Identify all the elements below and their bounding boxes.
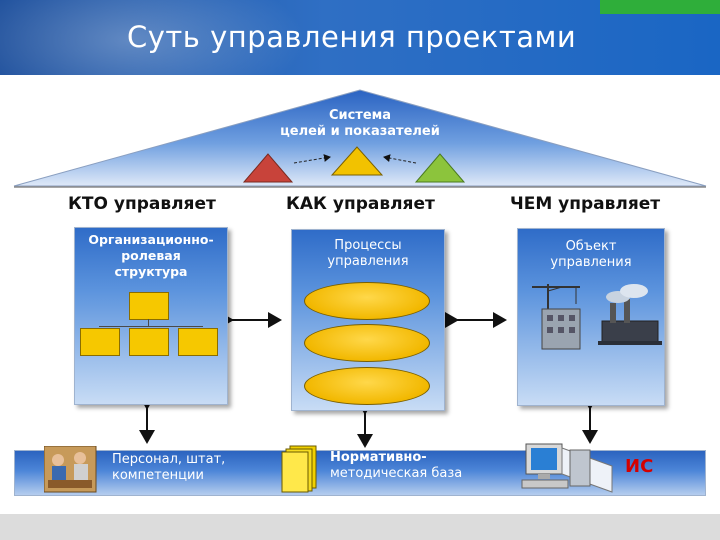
org-chart-box-left xyxy=(80,328,120,356)
column-title-who: КТО управляет xyxy=(68,194,216,214)
panel-how: Процессы управления xyxy=(291,229,445,411)
header-accent-bar xyxy=(600,0,720,14)
panel-who: Организационно- ролевая структура xyxy=(74,227,228,405)
process-ellipse-2 xyxy=(304,324,430,362)
roof-label-line2: целей и показателей xyxy=(280,124,440,139)
building-icon xyxy=(541,308,581,350)
column-title-how: КАК управляет xyxy=(286,194,435,214)
roof-label-line1: Система xyxy=(328,108,392,123)
factory-icon xyxy=(598,284,662,345)
triangle-red xyxy=(242,153,294,183)
panel-what-line1: Объект xyxy=(565,239,617,254)
panel-what-line2: управления xyxy=(550,255,632,270)
panel-who-line2: ролевая xyxy=(121,248,181,263)
personnel-line2: компетенции xyxy=(112,468,204,483)
panel-what-label: Объект управления xyxy=(518,239,664,271)
dashed-arrow-left xyxy=(293,154,331,164)
org-chart-box-middle xyxy=(129,328,169,356)
org-chart-horizontal-line xyxy=(99,326,203,327)
personnel-line1: Персонал, штат, xyxy=(112,452,226,467)
roof-label: Система целей и показателей xyxy=(270,108,450,140)
org-chart-box-right xyxy=(178,328,218,356)
org-chart-top-box xyxy=(129,292,169,320)
dashed-arrow-right xyxy=(383,154,417,164)
process-ellipse-3 xyxy=(304,367,430,405)
panel-how-line2: управления xyxy=(327,254,409,269)
is-label: ИС xyxy=(625,456,654,477)
panel-who-line1: Организационно- xyxy=(88,232,214,247)
triangle-yellow xyxy=(330,146,384,176)
computer-icon xyxy=(521,443,613,493)
personnel-label: Персонал, штат, компетенции xyxy=(112,452,225,484)
roof-shape xyxy=(13,89,707,187)
panel-how-label: Процессы управления xyxy=(292,238,444,270)
normative-line1: Нормативно- xyxy=(330,450,427,465)
normative-label: Нормативно- методическая база xyxy=(330,450,462,482)
triangle-green xyxy=(414,153,466,183)
people-photo-icon xyxy=(44,446,97,493)
column-title-what: ЧЕМ управляет xyxy=(510,194,661,214)
normative-line2: методическая база xyxy=(330,466,463,481)
panel-who-label: Организационно- ролевая структура xyxy=(75,232,227,280)
process-ellipse-1 xyxy=(304,282,430,320)
panel-who-line3: структура xyxy=(114,264,188,279)
org-chart-vertical-line xyxy=(148,319,149,327)
panel-what: Объект управления xyxy=(517,228,665,406)
documents-icon xyxy=(281,445,317,493)
panel-how-line1: Процессы xyxy=(334,238,402,253)
footer-strip xyxy=(0,514,720,540)
page-title: Суть управления проектами xyxy=(127,20,577,54)
header-decoration xyxy=(0,0,320,75)
slide-header: Суть управления проектами xyxy=(0,0,720,75)
object-illustration xyxy=(532,284,662,350)
